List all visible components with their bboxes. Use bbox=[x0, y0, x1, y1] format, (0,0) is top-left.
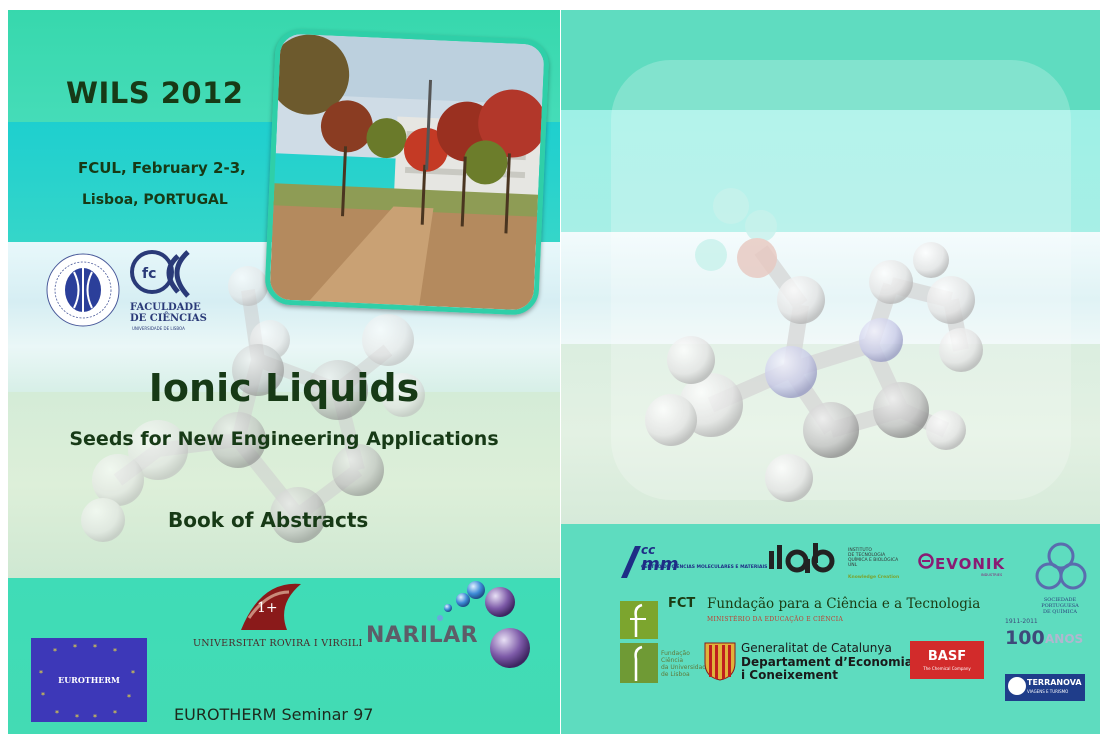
svg-text:1+: 1+ bbox=[257, 600, 278, 616]
svg-text:*: * bbox=[53, 647, 57, 656]
back-cover: cc mm CENTRO DE CIÊNCIAS MOLECULARES E M… bbox=[561, 10, 1100, 734]
university-seal-logo bbox=[46, 253, 120, 327]
urv-logo: 1+ bbox=[241, 583, 301, 630]
itqb-text-line3: QUÍMICA E BIOLÓGICA bbox=[848, 558, 899, 563]
centenary-years: 1911-2011 bbox=[1005, 618, 1038, 625]
eurotherm-stars: * * * * * * * * * * * * bbox=[39, 643, 135, 722]
fundacao-text-line3: da Universidade bbox=[661, 664, 710, 671]
evonik-sub: INDUSTRIES bbox=[981, 573, 1003, 577]
back-band-water bbox=[561, 232, 1100, 344]
centenary-number: 100 bbox=[1005, 627, 1045, 649]
fundacao-text-line4: de Lisboa bbox=[661, 671, 690, 678]
itqb-text-line1: INSTITUTO bbox=[848, 548, 872, 553]
catalunya-line1: Generalitat de Catalunya bbox=[741, 641, 892, 655]
svg-text:*: * bbox=[93, 713, 97, 722]
svg-text:*: * bbox=[131, 669, 135, 678]
event-title: WILS 2012 bbox=[66, 76, 244, 110]
terranova-sub: VIAGENS E TURISMO bbox=[1027, 689, 1069, 694]
spq-logo bbox=[1035, 542, 1087, 590]
svg-text:*: * bbox=[127, 693, 131, 702]
fundacao-logo bbox=[620, 643, 658, 683]
faculty-university: UNIVERSIDADE DE LISBOA bbox=[132, 326, 185, 331]
svg-text:*: * bbox=[113, 647, 117, 656]
basf-sub: The Chemical Company bbox=[923, 666, 971, 671]
fct-full-name: Fundação para a Ciência e a Tecnologia bbox=[707, 596, 981, 612]
eurotherm-logo: * * * * * * * * * * * * EUROTHERM bbox=[31, 638, 147, 722]
centenary-anos: ANOS bbox=[1045, 632, 1084, 646]
svg-text:fc: fc bbox=[142, 266, 156, 282]
narilar-name: NARILAR bbox=[366, 623, 479, 648]
faculty-name-line1: FACULDADE bbox=[130, 302, 201, 313]
back-ghost-panel bbox=[611, 60, 1071, 500]
faculty-name: FACULDADE DE CIÊNCIAS bbox=[130, 302, 207, 324]
svg-text:*: * bbox=[55, 709, 59, 718]
campus-photo-image bbox=[269, 33, 547, 311]
front-cover: WILS 2012 FCUL, February 2-3, Lisboa, PO… bbox=[8, 10, 560, 734]
campus-photo bbox=[264, 28, 550, 316]
book-subtitle: Seeds for New Engineering Applications bbox=[69, 428, 499, 450]
background-band-light bbox=[8, 392, 560, 578]
fundacao-text: Fundação Ciência da Universidade de Lisb… bbox=[661, 650, 710, 678]
itqb-knowledge-creation: Knowledge Creation bbox=[848, 575, 900, 580]
terranova-logo: TERRANOVA VIAGENS E TURISMO bbox=[1005, 674, 1085, 701]
fundacao-text-line2: Ciência bbox=[661, 657, 683, 664]
spq-text: SOCIEDADE PORTUGUESA DE QUÍMICA bbox=[1027, 597, 1093, 615]
faculty-name-line2: DE CIÊNCIAS bbox=[130, 313, 207, 324]
terranova-name: TERRANOVA bbox=[1027, 678, 1082, 687]
ccmm-text: CENTRO DE CIÊNCIAS MOLECULARES E MATERIA… bbox=[641, 565, 768, 570]
svg-text:*: * bbox=[75, 713, 79, 722]
spq-text-line2: PORTUGUESA bbox=[1041, 603, 1079, 609]
eurotherm-logo-text: EUROTHERM bbox=[58, 675, 120, 685]
basf-logo: BASF The Chemical Company bbox=[910, 641, 984, 679]
evonik-name: EVONIK bbox=[935, 555, 1006, 573]
event-date-location: FCUL, February 2-3, bbox=[78, 159, 246, 177]
svg-text:*: * bbox=[73, 643, 77, 652]
spq-text-line3: DE QUÍMICA bbox=[1042, 609, 1078, 615]
svg-text:mm: mm bbox=[641, 554, 679, 575]
itqb-text: INSTITUTO DE TECNOLOGIA QUÍMICA E BIOLÓG… bbox=[848, 548, 898, 568]
faculdade-ciencias-logo: fc bbox=[130, 250, 190, 298]
svg-text:*: * bbox=[113, 709, 117, 718]
fundacao-text-line1: Fundação bbox=[661, 650, 690, 657]
urv-name: UNIVERSITAT ROVIRA I VIRGILI bbox=[193, 638, 363, 649]
svg-text:*: * bbox=[41, 691, 45, 700]
svg-text:*: * bbox=[93, 643, 97, 652]
svg-text:*: * bbox=[39, 669, 43, 678]
event-city-country: Lisboa, PORTUGAL bbox=[82, 192, 228, 208]
catalunya-shield-icon bbox=[704, 642, 736, 681]
basf-name: BASF bbox=[927, 649, 967, 664]
fct-logo-mark bbox=[630, 603, 646, 637]
fct-acronym: FCT bbox=[668, 596, 696, 611]
narilar-logo-spheres bbox=[437, 581, 530, 668]
ccmm-logo: cc mm bbox=[621, 543, 679, 578]
evonik-mark-icon bbox=[918, 553, 934, 569]
back-band-cyan bbox=[561, 110, 1100, 232]
catalunya-line3: i Coneixement bbox=[741, 668, 838, 682]
itqb-text-line4: UNL bbox=[848, 563, 858, 568]
book-of-abstracts-label: Book of Abstracts bbox=[168, 508, 369, 532]
back-band-top bbox=[561, 10, 1100, 110]
itqb-logo bbox=[769, 543, 835, 573]
fct-ministry: MINISTÉRIO DA EDUCAÇÃO E CIÊNCIA bbox=[707, 616, 844, 623]
terranova-circle-icon bbox=[1008, 677, 1026, 695]
book-main-title: Ionic Liquids bbox=[148, 366, 420, 410]
fct-logo bbox=[620, 601, 658, 639]
itqb-text-line2: DE TECNOLOGIA bbox=[848, 553, 886, 558]
spq-text-line1: SOCIEDADE bbox=[1043, 597, 1077, 603]
svg-text:cc: cc bbox=[641, 543, 655, 557]
catalunya-line2: Departament d’Economia bbox=[741, 655, 913, 669]
seminar-label: EUROTHERM Seminar 97 bbox=[174, 705, 374, 724]
fundacao-logo-mark bbox=[634, 645, 643, 681]
